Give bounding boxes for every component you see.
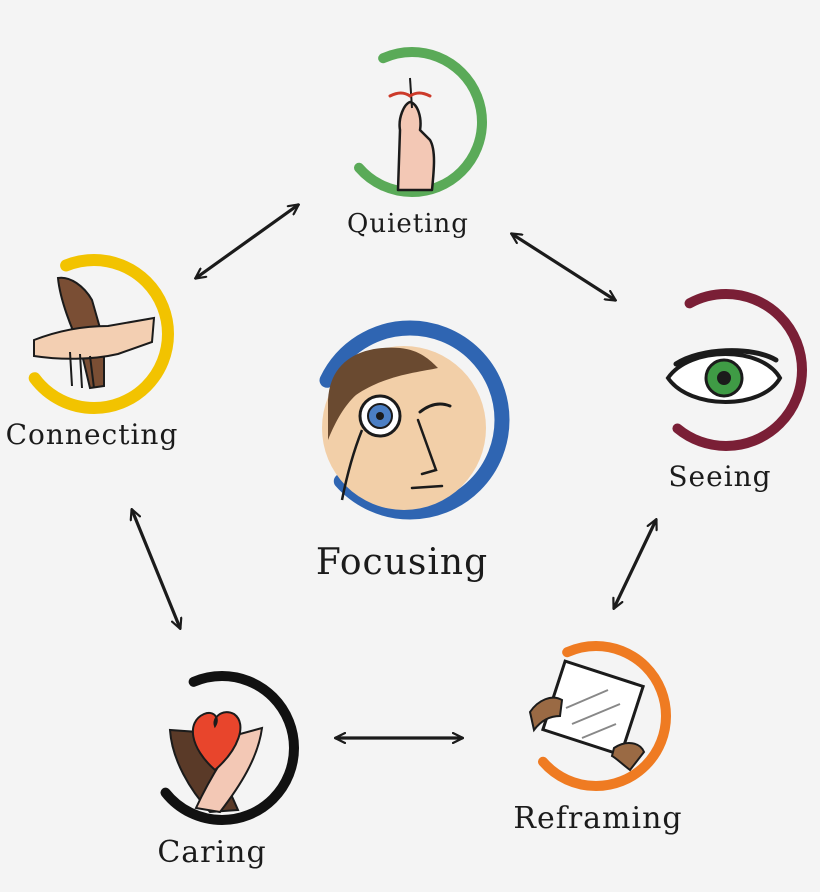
arrow-caring-connecting	[132, 510, 180, 628]
node-seeing: Seeing	[645, 289, 807, 493]
label-caring: Caring	[157, 835, 266, 870]
label-focusing: Focusing	[316, 542, 488, 583]
arrow-seeing-reframing	[614, 520, 656, 608]
node-focusing: Focusing	[310, 320, 510, 583]
clasped-hands-icon	[33, 276, 156, 390]
label-seeing: Seeing	[668, 460, 771, 493]
node-caring: Caring	[145, 671, 299, 870]
connecting-ring	[14, 254, 174, 414]
label-quieting: Quieting	[347, 209, 469, 239]
label-reframing: Reframing	[513, 801, 682, 836]
finger-on-lips-icon	[388, 77, 436, 192]
caring-ring	[145, 671, 299, 825]
quieting-ring	[337, 47, 487, 197]
hands-holding-heart-icon	[168, 711, 264, 814]
hands-holding-frame-icon	[528, 659, 646, 772]
node-connecting: Connecting	[6, 254, 179, 451]
arrow-quieting-seeing	[512, 234, 615, 300]
eye-icon	[665, 348, 783, 404]
node-reframing: Reframing	[513, 641, 682, 836]
label-connecting: Connecting	[6, 418, 179, 451]
node-quieting: Quieting	[337, 47, 487, 239]
arrow-connecting-quieting	[196, 205, 298, 278]
focusing-ring	[310, 320, 510, 520]
reframing-ring	[521, 641, 671, 791]
monocle-face-icon	[322, 346, 486, 510]
connection-arrows	[132, 205, 656, 738]
seeing-ring	[645, 289, 807, 451]
